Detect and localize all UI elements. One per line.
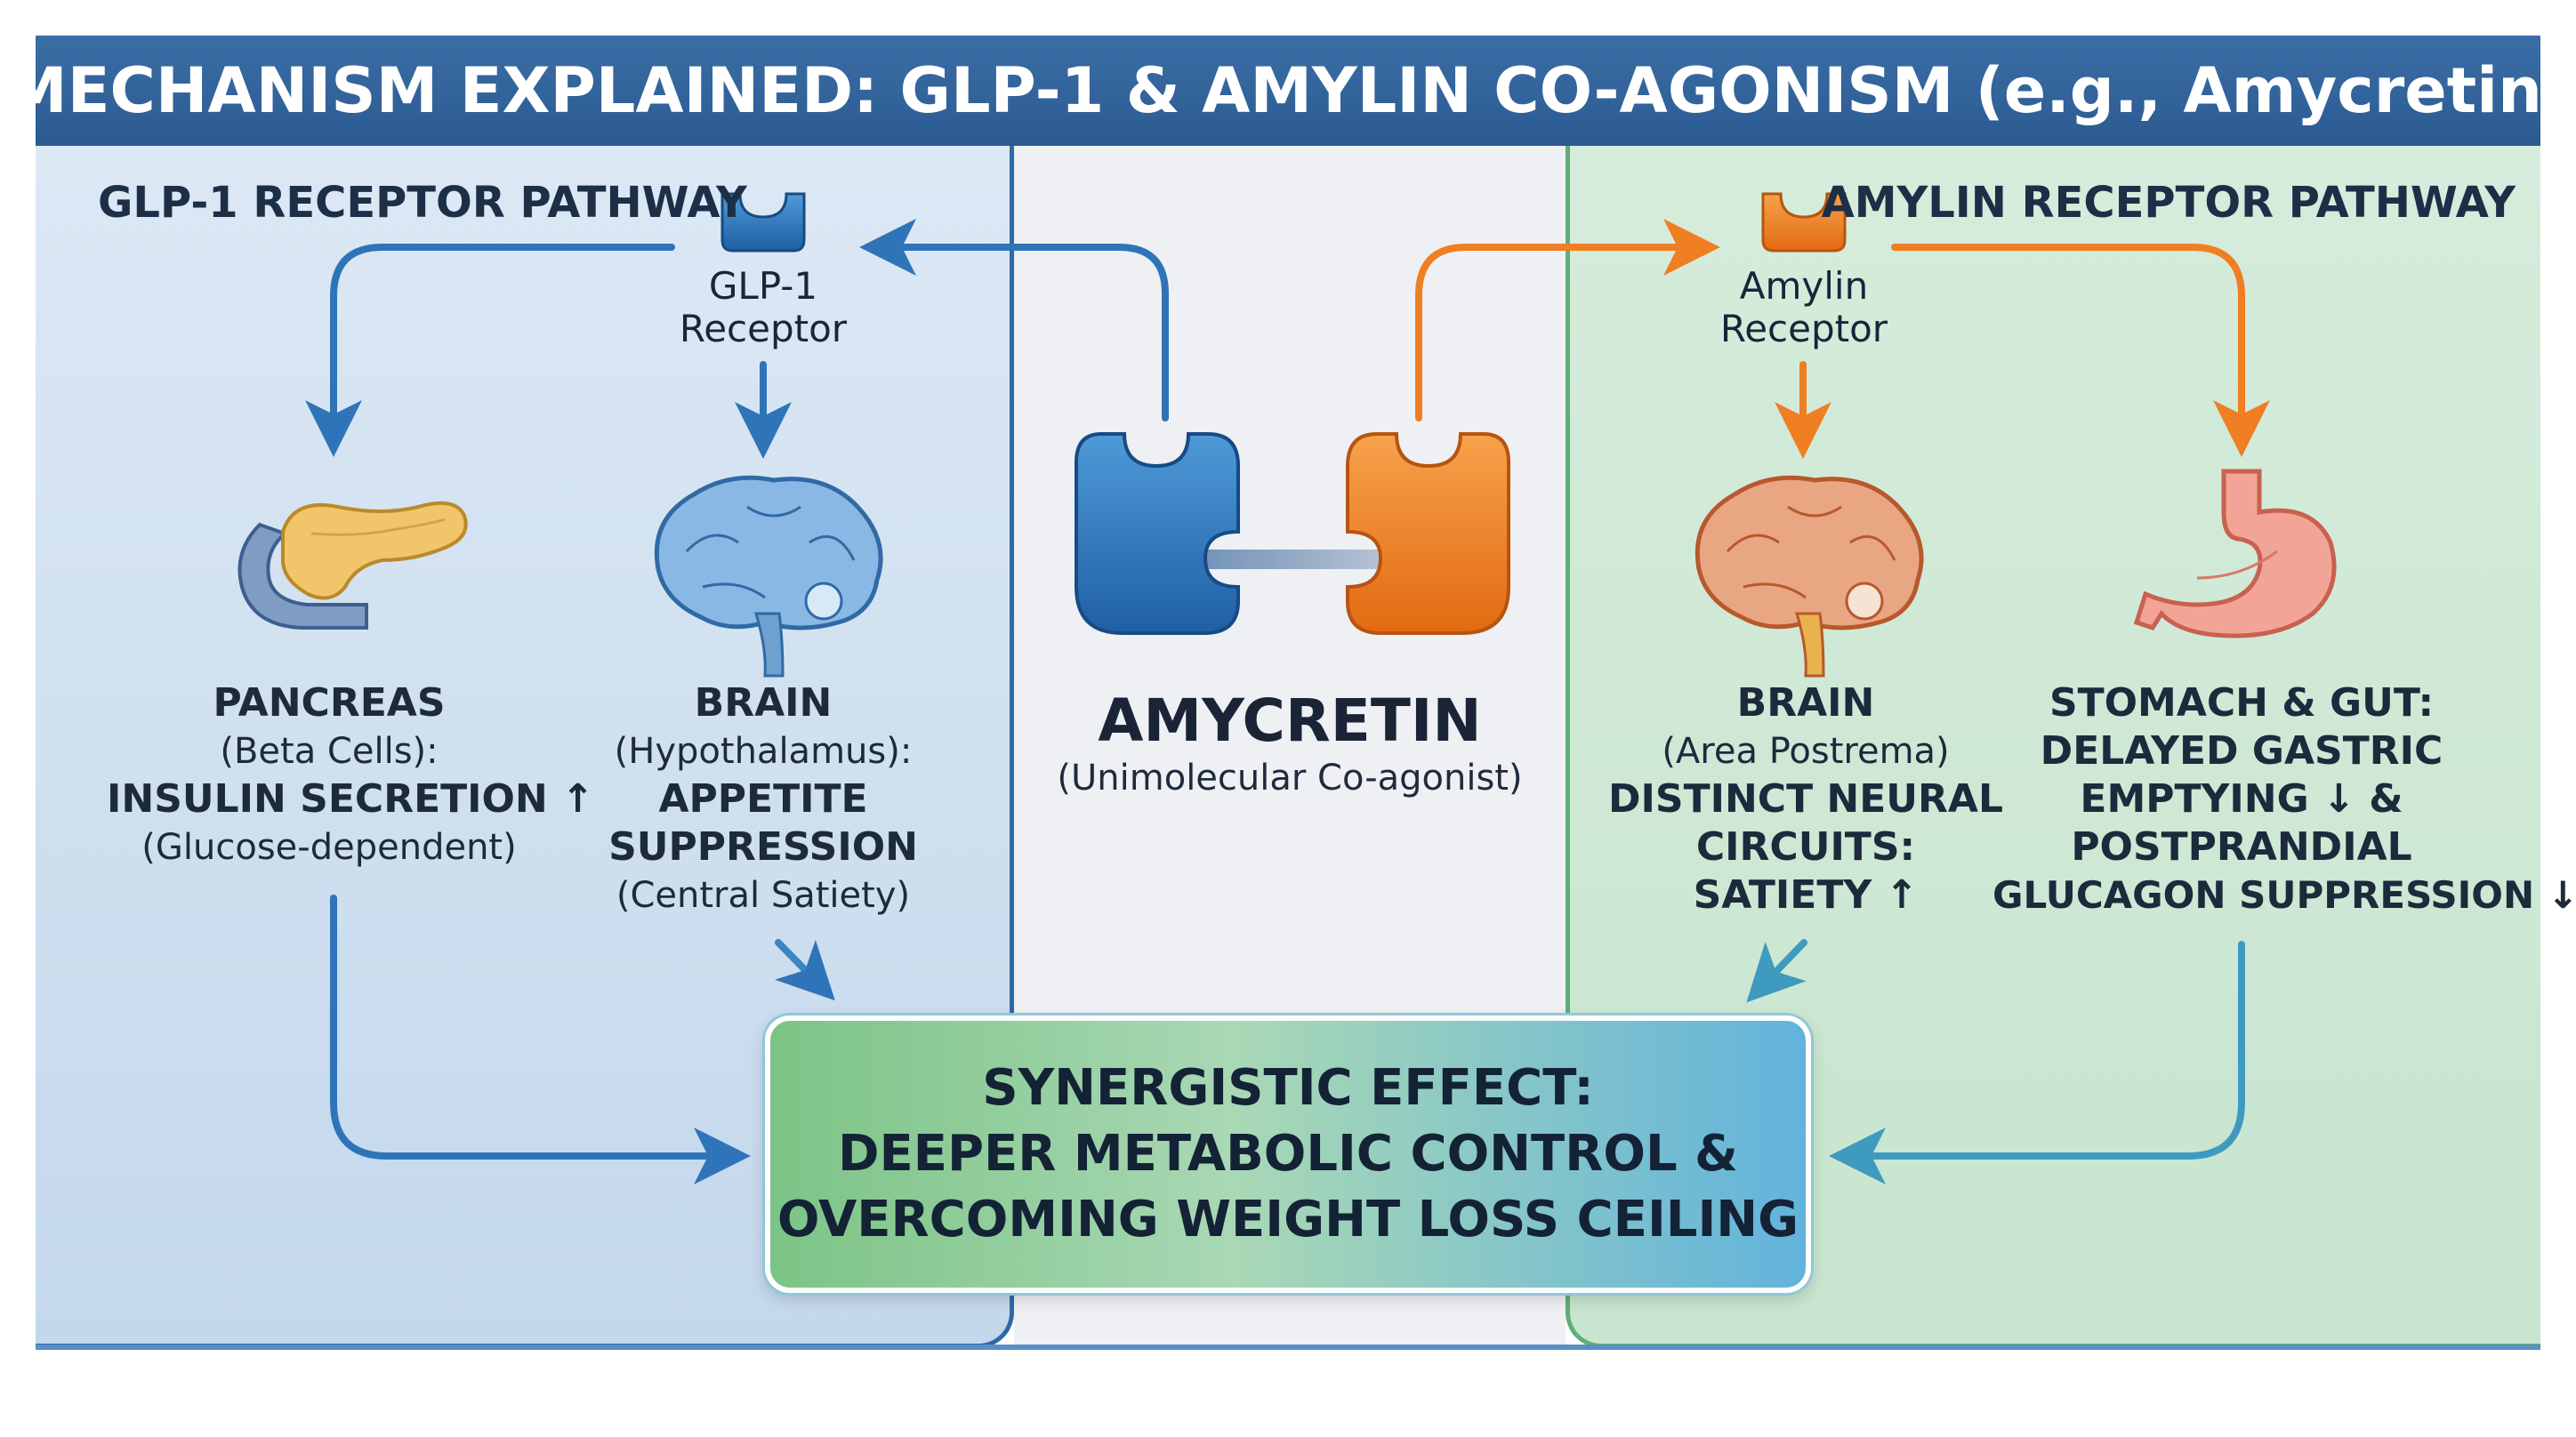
- stomach-icon: [2133, 469, 2337, 638]
- arrow-pancreas-to-effect: [330, 895, 751, 1184]
- amylin-arrows: [1415, 219, 2270, 459]
- arrow-amycretin-to-glp1: [859, 219, 1169, 421]
- amylin-brain-description: BRAIN (Area Postrema) DISTINCT NEURAL CI…: [1601, 679, 2010, 919]
- stomach-line: DELAYED GASTRIC: [2040, 728, 2443, 774]
- glp1-receptor-label-line: GLP-1: [708, 264, 818, 308]
- glp1-brain-line: (Central Satiety): [616, 875, 911, 916]
- pancreas-line: (Beta Cells):: [220, 731, 439, 772]
- bottom-rule: [36, 1345, 2540, 1350]
- effect-line: DEEPER METABOLIC CONTROL &: [838, 1125, 1738, 1183]
- amylin-brain-line: (Area Postrema): [1662, 731, 1950, 772]
- amylin-brain-line: CIRCUITS:: [1695, 824, 1916, 870]
- amylin-receptor-label-line: Receptor: [1719, 307, 1888, 350]
- glp1-receptor-label: GLP-1 Receptor: [630, 265, 897, 350]
- amylin-pathway-heading: AMYLIN RECEPTOR PATHWAY: [1821, 178, 2516, 228]
- glp1-arrows: [305, 219, 1169, 1184]
- page-title: MECHANISM EXPLAINED: GLP-1 & AMYLIN CO-A…: [5, 54, 2571, 127]
- receptor-icon: [1761, 192, 1847, 253]
- arrow-amylin-to-stomach: [1891, 244, 2270, 457]
- amylin-brain-title: BRAIN: [1736, 680, 1875, 726]
- arrow-glp1-to-pancreas: [305, 244, 675, 457]
- pancreas-title: PANCREAS: [213, 680, 446, 726]
- amylin-panel: [1566, 146, 2540, 1348]
- amylin-receptor-label: Amylin Receptor: [1670, 265, 1937, 350]
- arrow-amylin-brain-to-effect: [1746, 939, 1807, 1003]
- glp1-brain-line: SUPPRESSION: [608, 824, 918, 870]
- synergistic-effect-box: SYNERGISTIC EFFECT: DEEPER METABOLIC CON…: [765, 1016, 1811, 1293]
- glp1-brain-title: BRAIN: [694, 680, 833, 726]
- title-bar: MECHANISM EXPLAINED: GLP-1 & AMYLIN CO-A…: [5, 36, 2571, 146]
- receptor-icon: [720, 192, 806, 253]
- pancreas-line: (Glucose-dependent): [141, 827, 517, 868]
- pancreas-description: PANCREAS (Beta Cells): INSULIN SECRETION…: [107, 679, 594, 871]
- brain-icon: [1695, 475, 1924, 678]
- amylin-brain-line: SATIETY ↑: [1693, 872, 1919, 918]
- glp1-brain-line: (Hypothalamus):: [614, 731, 913, 772]
- glp1-brain-description: BRAIN (Hypothalamus): APPETITE SUPPRESSI…: [559, 679, 968, 919]
- stomach-title: STOMACH & GUT:: [2049, 680, 2435, 726]
- effect-line: OVERCOMING WEIGHT LOSS CEILING: [777, 1191, 1799, 1248]
- stomach-line: GLUCAGON SUPPRESSION ↓: [1992, 873, 2576, 917]
- amylin-to-effect-arrows: [1746, 939, 2245, 1184]
- pancreas-icon: [237, 501, 468, 630]
- glp1-pathway-heading: GLP-1 RECEPTOR PATHWAY: [98, 178, 747, 228]
- arrow-amycretin-to-amylin: [1415, 219, 1720, 421]
- arrow-brain-to-effect: [775, 939, 835, 1001]
- stomach-description: STOMACH & GUT: DELAYED GASTRIC EMPTYING …: [1992, 679, 2576, 919]
- effect-line: SYNERGISTIC EFFECT:: [982, 1059, 1594, 1117]
- molecule-icon: [1075, 432, 1510, 635]
- amylin-brain-line: DISTINCT NEURAL: [1608, 776, 2003, 822]
- arrow-stomach-to-effect: [1829, 941, 2245, 1184]
- amycretin-subtitle: (Unimolecular Co-agonist): [1057, 758, 1523, 799]
- glp1-brain-line: APPETITE: [658, 776, 868, 822]
- amylin-receptor-label-line: Amylin: [1739, 264, 1869, 308]
- amycretin-name: AMYCRETIN: [1098, 686, 1482, 755]
- stomach-line: POSTPRANDIAL: [2071, 824, 2412, 870]
- pancreas-line: INSULIN SECRETION ↑: [107, 776, 594, 822]
- glp1-receptor-label-line: Receptor: [679, 307, 848, 350]
- stomach-line: EMPTYING ↓ &: [2080, 776, 2403, 822]
- brain-icon: [654, 475, 883, 678]
